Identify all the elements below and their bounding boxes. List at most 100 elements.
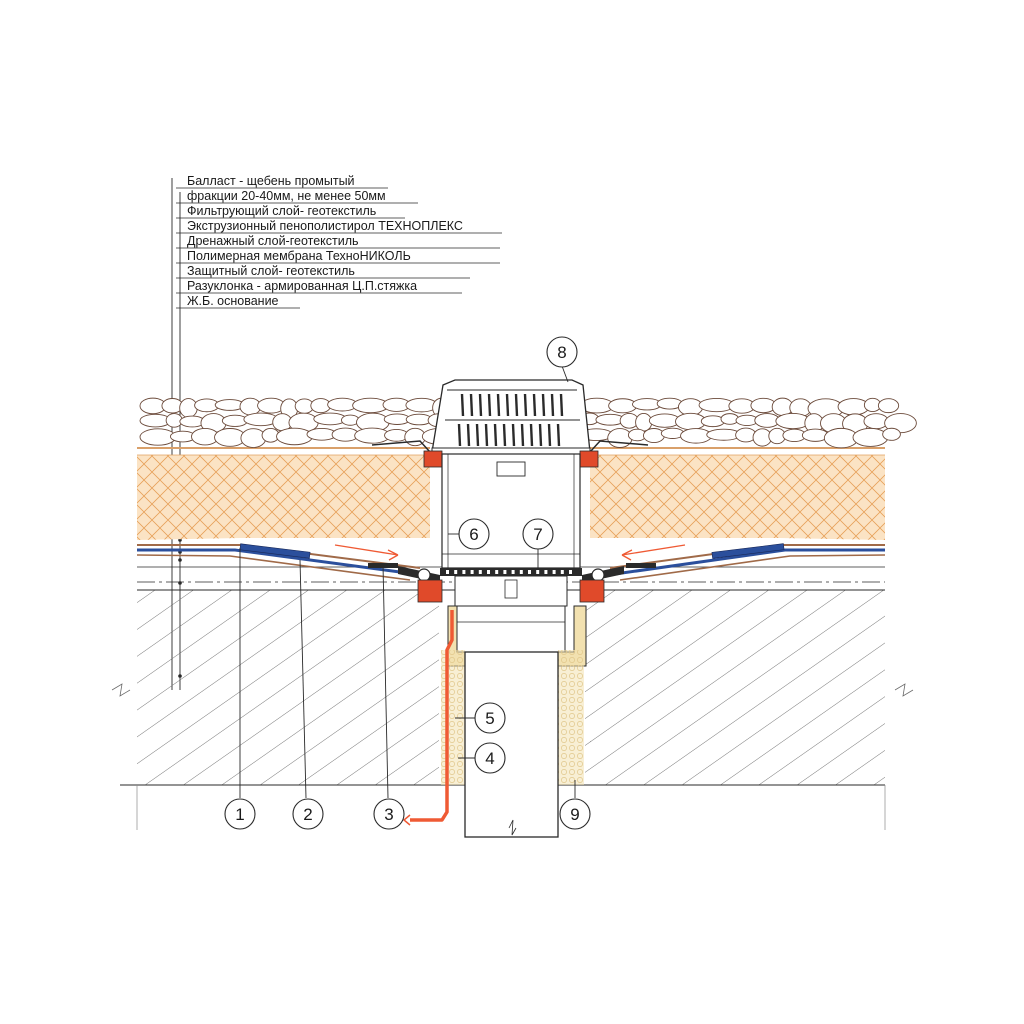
grating-slot [462, 570, 466, 574]
wing-nut-right [591, 568, 605, 582]
grille-slat [520, 423, 525, 447]
grating-slot [503, 570, 507, 574]
gravel-stone [179, 398, 198, 418]
drainage-geotextile-left [137, 544, 421, 569]
grille-slat [529, 423, 534, 447]
heating-cable [410, 610, 454, 822]
callout-1: 1 [224, 798, 256, 830]
dome-flange [371, 440, 649, 453]
leaf-guard-dome [431, 379, 591, 453]
grille-slat [550, 393, 555, 417]
grating-slot [552, 570, 556, 574]
legend-item-4: Экструзионный пенополистирол ТЕХНОПЛЕКС [187, 219, 463, 233]
break-mark-right [894, 683, 914, 697]
grille-slat [547, 423, 552, 447]
outlet-socket [456, 605, 566, 653]
grille-slat [475, 423, 480, 447]
lower-clamp-left [417, 579, 443, 603]
svg-text:3: 3 [384, 805, 393, 824]
grating-slot [454, 570, 458, 574]
wing-nut-left [417, 568, 431, 582]
roof-drain [371, 379, 649, 838]
gravel-stone [240, 428, 267, 448]
flow-arrow-left [334, 544, 399, 561]
grating-slot [478, 570, 482, 574]
concrete-slab-left [137, 590, 439, 785]
concrete-slab-right [585, 590, 885, 785]
grating [440, 568, 582, 576]
reinforcement-patch-right [711, 543, 785, 559]
xps-insulation [137, 447, 885, 540]
callout-8: 8 [546, 336, 578, 368]
leader-dot [178, 558, 182, 562]
grille-slat [559, 393, 564, 417]
gravel-stone [877, 398, 900, 414]
downpipe [464, 651, 559, 838]
legend-item-3: Фильтрующий слой- геотекстиль [187, 204, 376, 218]
grating-slot [511, 570, 515, 574]
callout-2: 2 [292, 798, 324, 830]
grating-slot [536, 570, 540, 574]
break-mark-left [111, 683, 131, 697]
grille-slat [460, 393, 465, 417]
legend-item-1: Балласт - щебень промытый [187, 174, 355, 188]
svg-text:2: 2 [303, 805, 312, 824]
legend: Балласт - щебень промытый фракции 20-40м… [171, 174, 502, 690]
grille-slat [457, 423, 462, 447]
callout-5: 5 [474, 702, 506, 734]
flow-arrow-right [621, 544, 686, 561]
grille-slat [532, 393, 537, 417]
grille-slat [556, 423, 561, 447]
pipe-break-mark [508, 819, 517, 836]
leaf-guard-grille [445, 389, 580, 447]
legend-item-2: фракции 20-40мм, не менее 50мм [187, 189, 386, 203]
dome-rim [431, 447, 591, 455]
callouts: 1 2 3 4 5 6 7 8 [224, 336, 591, 830]
clamp-pad-right [626, 563, 656, 568]
grating-slot [544, 570, 548, 574]
gravel-ballast [139, 397, 917, 449]
grille-slat [487, 393, 492, 417]
upper-gasket-left [423, 450, 443, 468]
grille-slat [505, 393, 510, 417]
extension-inner-tab [496, 461, 526, 477]
grille-slat [502, 423, 507, 447]
svg-text:6: 6 [469, 525, 478, 544]
legend-item-7: Защитный слой- геотекстиль [187, 264, 355, 278]
grating-slot [569, 570, 572, 574]
lower-clamp-right [579, 579, 605, 603]
svg-text:7: 7 [533, 525, 542, 544]
protective-geotextile-left [136, 554, 411, 581]
svg-text:8: 8 [557, 343, 566, 362]
svg-text:4: 4 [485, 749, 494, 768]
grating-slot [495, 570, 499, 574]
legend-item-6: Полимерная мембрана ТехноНИКОЛЬ [187, 249, 411, 263]
grille-slat [478, 393, 483, 417]
grating-slot [528, 570, 531, 574]
gravel-stone [607, 428, 633, 448]
membrane-left [137, 548, 416, 576]
grille-slat [493, 423, 498, 447]
grille-slat [496, 393, 501, 417]
legend-item-9: Ж.Б. основание [187, 294, 279, 308]
gravel-stone [852, 427, 889, 447]
callout-4: 4 [474, 742, 506, 774]
svg-text:9: 9 [570, 805, 579, 824]
grating-slot [446, 570, 449, 574]
gravel-stone [643, 428, 665, 443]
svg-text:1: 1 [235, 805, 244, 824]
grille-slat [514, 393, 519, 417]
grating-slot [470, 570, 474, 574]
grille-slat [484, 423, 489, 447]
callout-9: 9 [559, 798, 591, 830]
callout-6: 6 [458, 518, 490, 550]
grating-slot [560, 570, 564, 574]
membrane-right [614, 548, 885, 576]
svg-text:5: 5 [485, 709, 494, 728]
grating-slot [519, 570, 523, 574]
grille-slat [466, 423, 471, 447]
grille-slat [511, 423, 516, 447]
gravel-stone [882, 427, 901, 441]
grille-slat [538, 423, 543, 447]
